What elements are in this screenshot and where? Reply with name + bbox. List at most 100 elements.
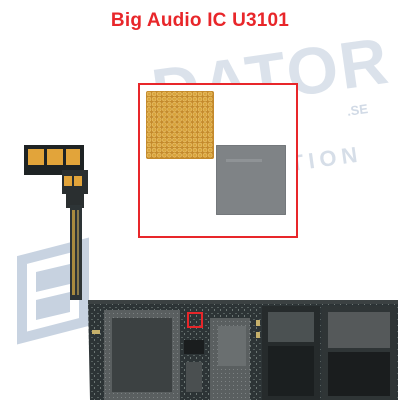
watermark-logo-icon (17, 237, 89, 345)
solder-ball (197, 137, 203, 143)
solder-ball (151, 101, 157, 107)
solder-ball (182, 112, 187, 117)
solder-ball (151, 127, 157, 132)
solder-ball (167, 122, 172, 127)
solder-ball (192, 152, 198, 158)
solder-ball (156, 112, 162, 117)
solder-ball (177, 147, 182, 153)
solder-ball (172, 122, 177, 127)
solder-ball (187, 142, 193, 148)
solder-ball (177, 142, 182, 148)
solder-ball (187, 137, 193, 143)
solder-ball (192, 96, 198, 102)
solder-ball (162, 122, 167, 127)
solder-ball (146, 96, 152, 102)
solder-ball (197, 142, 203, 148)
solder-ball (167, 127, 172, 132)
solder-ball (192, 122, 198, 127)
solder-ball (172, 142, 177, 148)
solder-ball (202, 96, 208, 102)
solder-ball (202, 122, 208, 127)
solder-ball (146, 112, 152, 117)
solder-ball (172, 127, 177, 132)
solder-ball (202, 112, 208, 117)
solder-ball (151, 152, 157, 158)
solder-ball (156, 152, 162, 158)
solder-ball (187, 132, 193, 138)
solder-ball (162, 107, 167, 112)
solder-ball (202, 117, 208, 122)
solder-ball (167, 117, 172, 122)
solder-ball (156, 96, 162, 102)
solder-ball (172, 137, 177, 143)
solder-ball (151, 112, 157, 117)
solder-ball (146, 152, 152, 158)
solder-ball (156, 91, 162, 97)
u3101-location-marker (187, 312, 203, 328)
solder-ball (207, 107, 213, 112)
solder-ball (151, 122, 157, 127)
solder-ball (162, 117, 167, 122)
solder-ball (182, 122, 187, 127)
solder-ball (177, 152, 182, 158)
solder-ball (151, 137, 157, 143)
solder-ball (162, 127, 167, 132)
solder-ball (197, 112, 203, 117)
solder-ball (182, 117, 187, 122)
solder-ball (182, 91, 187, 97)
solder-ball (192, 107, 198, 112)
solder-ball (192, 147, 198, 153)
solder-ball (197, 147, 203, 153)
solder-ball (146, 127, 152, 132)
solder-ball (151, 91, 157, 97)
solder-ball (162, 142, 167, 148)
solder-ball (187, 91, 193, 97)
audio-ic-chip (215, 144, 287, 216)
solder-ball (177, 96, 182, 102)
bga-solder-pads (146, 91, 214, 159)
solder-ball (151, 142, 157, 148)
solder-ball (167, 147, 172, 153)
solder-ball (172, 91, 177, 97)
solder-ball (162, 132, 167, 138)
solder-ball (162, 96, 167, 102)
solder-ball (162, 152, 167, 158)
solder-ball (162, 137, 167, 143)
solder-ball (207, 112, 213, 117)
solder-ball (207, 127, 213, 132)
solder-ball (197, 132, 203, 138)
solder-ball (207, 101, 213, 107)
solder-ball (207, 152, 213, 158)
solder-ball (182, 132, 187, 138)
solder-ball (151, 107, 157, 112)
solder-ball (202, 91, 208, 97)
solder-ball (162, 91, 167, 97)
solder-ball (202, 101, 208, 107)
solder-ball (207, 142, 213, 148)
solder-ball (197, 127, 203, 132)
solder-ball (146, 107, 152, 112)
watermark-domain: .SE (346, 101, 369, 119)
solder-ball (192, 132, 198, 138)
solder-ball (146, 142, 152, 148)
solder-ball (207, 147, 213, 153)
solder-ball (187, 112, 193, 117)
solder-ball (156, 147, 162, 153)
solder-ball (172, 112, 177, 117)
solder-ball (146, 137, 152, 143)
solder-ball (197, 117, 203, 122)
solder-ball (182, 101, 187, 107)
solder-ball (177, 101, 182, 107)
solder-ball (187, 107, 193, 112)
solder-ball (167, 107, 172, 112)
page-title: Big Audio IC U3101 (110, 10, 290, 31)
solder-ball (177, 112, 182, 117)
solder-ball (207, 117, 213, 122)
solder-ball (177, 137, 182, 143)
solder-ball (156, 132, 162, 138)
solder-ball (162, 101, 167, 107)
solder-ball (207, 132, 213, 138)
solder-ball (197, 152, 203, 158)
solder-ball (182, 137, 187, 143)
